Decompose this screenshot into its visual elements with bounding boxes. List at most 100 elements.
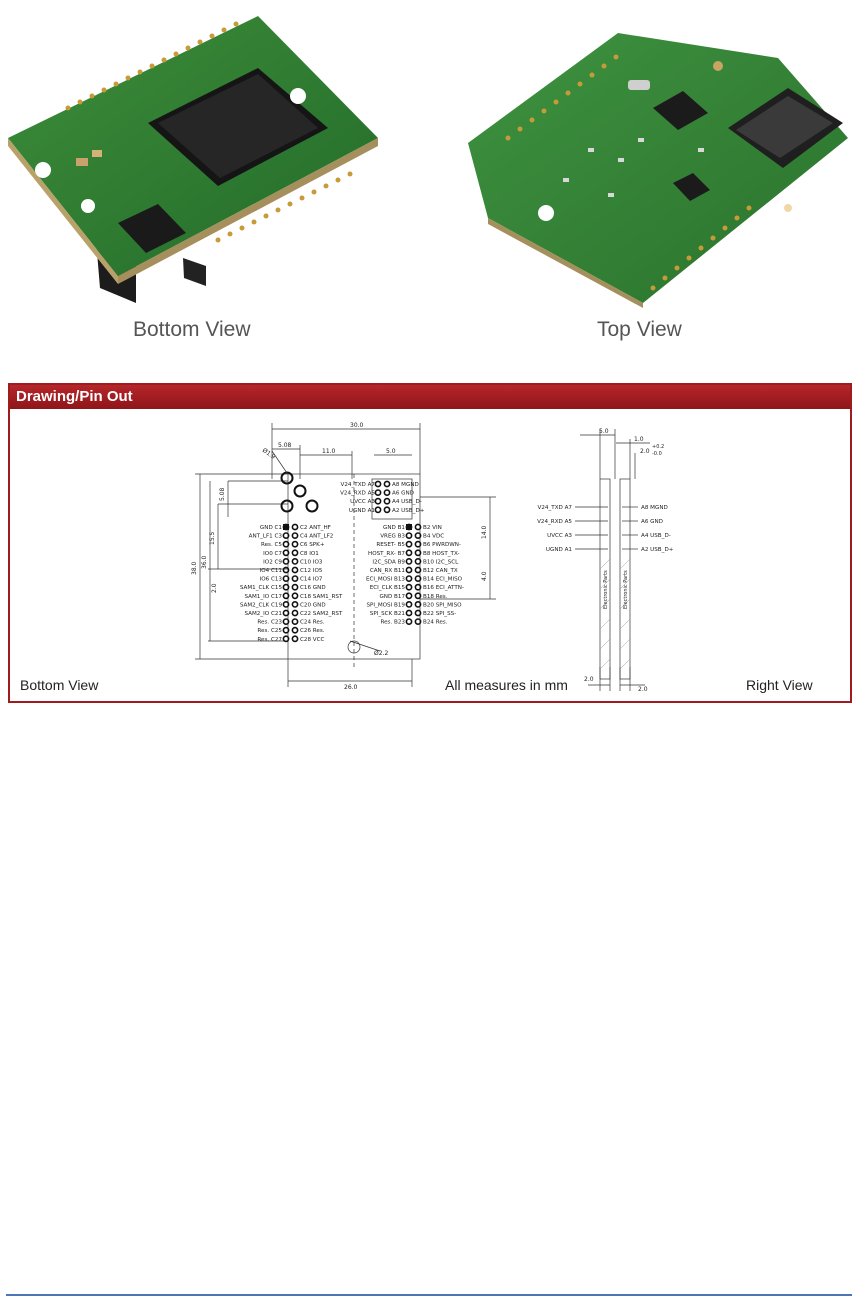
pin-label-c-left: SAM1_IO C17 (244, 594, 282, 600)
pin-pad (414, 557, 422, 565)
pin-label-b-right: B6 PWRDWN- (423, 542, 461, 548)
pin-pad (414, 575, 422, 582)
pin-pad (291, 523, 299, 531)
pin-label-b-left: Res. B23 (380, 620, 405, 626)
pin-pad (414, 609, 422, 617)
pin-label-c-left: IO6 C13 (260, 577, 283, 583)
pin-pad (414, 549, 422, 557)
rv-pin-label-right: A6 GND (641, 519, 663, 525)
pin-label-b-left: RESET- B5 (376, 542, 405, 548)
pin-label-c-left: IO4 C11 (260, 568, 283, 574)
pin-pad (374, 497, 382, 505)
pin-label-b-right: B20 SPI_MISO (423, 602, 462, 608)
pin-pad (291, 618, 299, 625)
pin-pad (405, 592, 413, 600)
pin-pad (291, 609, 299, 617)
pin-pad (383, 506, 391, 514)
dim-40: 4.0 (481, 571, 488, 581)
pin-label-b-left: ECI_MOSI B13 (366, 577, 405, 583)
dim-width-total: 30.0 (350, 422, 364, 429)
rv-pin-label-left: UGND A1 (546, 547, 573, 553)
pin-label-b-left: CAN_RX B11 (370, 568, 406, 574)
dim-508-side: 5.08 (219, 487, 226, 501)
pin-label-c-right: C10 IO3 (300, 559, 323, 565)
pin-label-a-right: A8 MGND (392, 482, 419, 488)
pin-label-c-right: C18 SAM1_RST (300, 594, 343, 600)
pin-label-c-right: C22 SAM2_RST (300, 611, 343, 617)
dim-360: 36.0 (201, 555, 208, 569)
pin-pad (414, 600, 422, 608)
pin-label-b-left: HOST_RX- B7 (368, 551, 405, 557)
rv-dim-50: 5.0 (599, 428, 609, 435)
pin-pad (383, 489, 391, 496)
pin-pad (282, 609, 290, 617)
pin-pad (291, 549, 299, 557)
pin-label-b-right: B14 ECI_MISO (423, 577, 463, 583)
pin-pad (374, 506, 382, 514)
pin-label-c-right: C24 Res. (300, 620, 325, 626)
pin-label-b-left: SPI_SCK B21 (370, 611, 406, 617)
pin-label-c-right: C2 ANT_HF (300, 525, 331, 531)
electronic-parts-label-2: Electronic Parts (623, 570, 629, 609)
pin-pad (282, 626, 290, 634)
pin-pad (405, 557, 413, 565)
pin-label-b-right: B2 VIN (423, 525, 442, 531)
pin-label-b-right: B18 Res. (423, 594, 448, 600)
pin-pad (282, 566, 290, 574)
rv-pin-label-left: V24_TXD A7 (538, 505, 573, 511)
pin-label-a-left: UVCC A3 (350, 499, 375, 505)
pin-label-c-left: SAM2_CLK C19 (240, 602, 283, 608)
pin-pad (405, 618, 413, 625)
rv-dim-10: 1.0 (634, 436, 644, 443)
pin-pad (282, 557, 290, 565)
pin-label-b-right: B12 CAN_TX (423, 568, 458, 574)
pin-label-b-right: B24 Res. (423, 620, 448, 626)
pin-pad (282, 592, 290, 600)
pin1-pad (283, 524, 289, 530)
pin-label-b-right: B4 VDC (423, 534, 444, 540)
pin-label-c-left: SAM2_IO C21 (244, 611, 282, 617)
pin-pad (405, 566, 413, 574)
pin-pad (405, 532, 413, 539)
pin-pad (291, 557, 299, 565)
pin-pad (405, 600, 413, 608)
pin-label-c-right: C14 IO7 (300, 577, 323, 583)
pin-label-b-left: ECI_CLK B15 (370, 585, 406, 591)
dim-20: 2.0 (211, 583, 218, 593)
pin-pad (282, 575, 290, 582)
pin-pad (374, 489, 382, 496)
pin-label-b-right: B10 I2C_SCL (423, 559, 459, 565)
bottom-view-photo (8, 16, 378, 303)
pin-pad (414, 592, 422, 600)
pin-pad (282, 635, 290, 643)
pin-label-c-left: Res. C25 (257, 628, 282, 634)
drawing-pinout-panel: Drawing/Pin Out (8, 383, 852, 703)
pin-label-c-right: C4 ANT_LF2 (300, 534, 333, 540)
pin-label-c-left: IO0 C7 (263, 551, 282, 557)
pin-pad (405, 575, 413, 582)
right-view-label: Right View (746, 677, 813, 693)
pin-label-c-right: C28 VCC (300, 637, 325, 643)
pin-pad (374, 480, 382, 488)
pin-label-a-left: V24_TXD A7 (341, 482, 376, 488)
pin-pad (414, 523, 422, 531)
pin-pad (405, 549, 413, 557)
pin-pad (291, 532, 299, 539)
pin-label-b-left: VREG B3 (380, 534, 405, 540)
pin-label-c-right: C20 GND (300, 602, 326, 608)
dim-110: 11.0 (322, 448, 336, 455)
pin-label-c-right: C12 IO5 (300, 568, 323, 574)
pin-label-c-right: C16 GND (300, 585, 326, 591)
pin-pad (282, 583, 290, 591)
pin-label-b-right: B22 SPI_SS- (423, 611, 456, 617)
pin-pad (414, 532, 422, 539)
pin-label-b-right: B8 HOST_TX- (423, 551, 460, 557)
pin-label-b-right: B16 ECI_ATTN- (423, 585, 464, 591)
dim-140: 14.0 (481, 525, 488, 539)
pin-pad (282, 532, 290, 539)
rv-dim-bottom-a: 2.0 (584, 676, 594, 683)
pin-pad (405, 583, 413, 591)
rv-tol-minus: -0.0 (652, 451, 662, 457)
pin-pad (291, 600, 299, 608)
